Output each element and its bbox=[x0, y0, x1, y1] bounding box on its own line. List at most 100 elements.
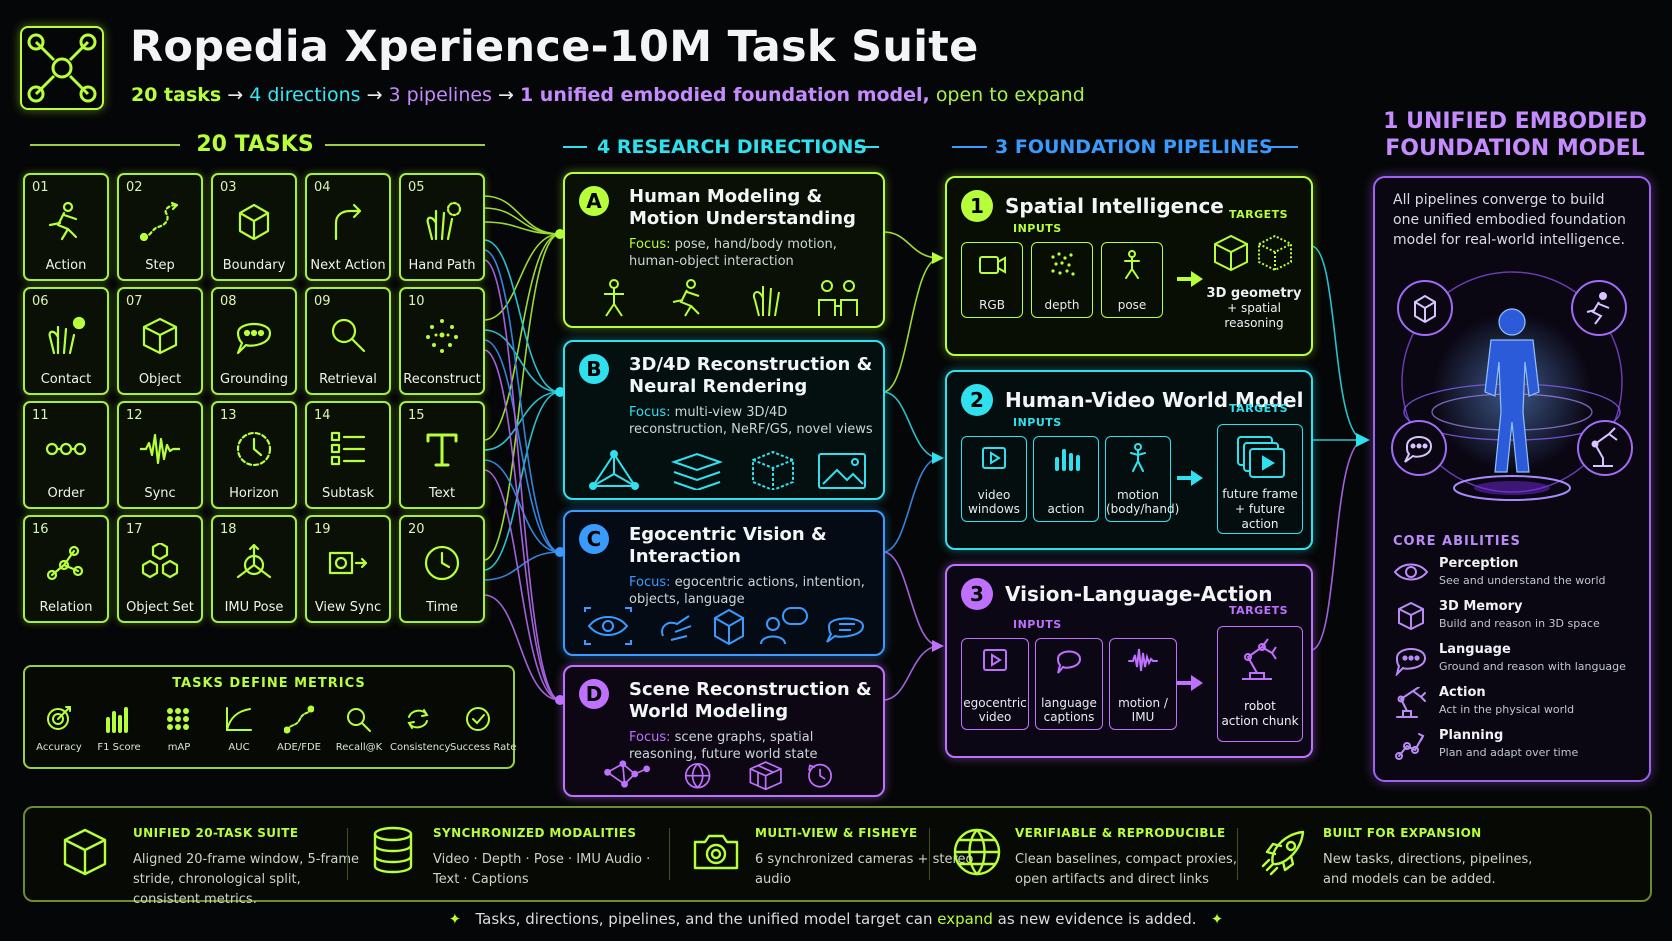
eye-icon bbox=[584, 607, 632, 645]
input-icon bbox=[1051, 252, 1075, 276]
input-icon bbox=[1124, 250, 1140, 279]
feature-title: VERIFIABLE & REPRODUCIBLE bbox=[1015, 826, 1226, 840]
core-abilities-title: CORE ABILITIES bbox=[1393, 534, 1521, 549]
input-icon bbox=[1056, 650, 1082, 674]
focus-label: Focus: bbox=[629, 237, 671, 252]
focus-text: scene graphs, spatial reasoning, future … bbox=[629, 730, 818, 762]
ability-name: 3D Memory bbox=[1439, 599, 1523, 614]
inputs-label: INPUTS bbox=[1013, 416, 1062, 429]
hand-contact-icon bbox=[48, 316, 86, 355]
speech-bubble-icon bbox=[236, 322, 272, 355]
ability-desc: Plan and adapt over time bbox=[1439, 746, 1579, 759]
skeleton-icon bbox=[604, 279, 624, 317]
task-number: 14 bbox=[314, 408, 331, 423]
feature-title: SYNCHRONIZED MODALITIES bbox=[433, 826, 637, 840]
camera-icon bbox=[693, 834, 739, 870]
unified-description: All pipelines converge to build one unif… bbox=[1393, 192, 1626, 248]
globe-icon bbox=[953, 828, 1001, 876]
metric-label: mAP bbox=[167, 742, 191, 753]
clock-dashed-icon bbox=[236, 431, 272, 467]
input-label: RGB bbox=[979, 298, 1005, 312]
ability-desc: Build and reason in 3D space bbox=[1439, 617, 1600, 630]
footer-text-before: Tasks, directions, pipelines, and the un… bbox=[475, 910, 933, 928]
arrow-right-icon bbox=[1177, 271, 1203, 287]
pipeline-number: 1 bbox=[961, 190, 993, 222]
focus-text: multi-view 3D/4D reconstruction, NeRF/GS… bbox=[629, 405, 873, 437]
pipeline-target: 3D geometry+ spatial reasoning bbox=[1201, 286, 1307, 331]
targets-label: TARGETS bbox=[1229, 402, 1289, 415]
tasks-rule-right bbox=[325, 144, 485, 146]
grasp-icon bbox=[661, 615, 692, 641]
cycle-icon bbox=[407, 709, 429, 729]
metric-label: Consistency bbox=[390, 742, 451, 753]
task-number: 11 bbox=[32, 408, 49, 423]
humanoid-figure bbox=[1484, 308, 1540, 473]
page-title: Ropedia Xperience-10M Task Suite bbox=[130, 22, 979, 72]
robot-arm-icon bbox=[1242, 638, 1277, 680]
target-secondary: + future action bbox=[1234, 502, 1286, 531]
metric-f1-score: F1 Score bbox=[90, 705, 148, 753]
directions-section-title: 4 RESEARCH DIRECTIONS bbox=[597, 136, 868, 158]
direction-b-card[interactable]: B 3D/4D Reconstruction & Neural Renderin… bbox=[563, 340, 885, 500]
task-number: 09 bbox=[314, 294, 331, 309]
target-icon bbox=[47, 706, 71, 730]
pipeline-number: 2 bbox=[961, 384, 993, 416]
feature-divider bbox=[347, 828, 348, 880]
ability-name: Planning bbox=[1439, 728, 1504, 743]
input-icon bbox=[979, 256, 1006, 274]
task-label: Step bbox=[145, 258, 175, 273]
task-label: Order bbox=[47, 486, 85, 501]
task-label: Hand Path bbox=[408, 258, 476, 273]
direction-b-focus: Focus: multi-view 3D/4D reconstruction, … bbox=[629, 404, 879, 438]
metric-success-rate: Success Rate bbox=[450, 705, 517, 753]
metric-map: mAP bbox=[150, 705, 208, 753]
input-label: motion (body/hand) bbox=[1106, 488, 1180, 516]
eye-icon bbox=[1393, 563, 1429, 581]
direction-c-card[interactable]: C Egocentric Vision & Interaction Focus:… bbox=[563, 510, 885, 656]
task-number: 08 bbox=[220, 294, 237, 309]
focus-label: Focus: bbox=[629, 405, 671, 420]
task-label: Action bbox=[45, 258, 87, 273]
box-icon bbox=[714, 608, 744, 646]
bar-chart-icon bbox=[106, 707, 128, 733]
pipeline-target: future frame+ future action bbox=[1218, 487, 1302, 532]
task-number: 18 bbox=[220, 522, 237, 537]
cube-outline-icon bbox=[63, 828, 107, 876]
direction-d-card[interactable]: D Scene Reconstruction & World Modeling … bbox=[563, 665, 885, 797]
direction-a-card[interactable]: A Human Modeling & Motion Understanding … bbox=[563, 172, 885, 328]
clock-icon bbox=[424, 545, 460, 581]
feature-divider bbox=[1237, 828, 1238, 880]
focus-text: pose, hand/body motion, human-object int… bbox=[629, 237, 837, 269]
input-video-windows: video windows bbox=[961, 436, 1027, 522]
cubes-icon bbox=[141, 543, 179, 579]
feature-desc: Aligned 20-frame window, 5-frame stride,… bbox=[133, 852, 360, 907]
auc-curve-icon bbox=[226, 707, 252, 731]
metric-label: Success Rate bbox=[450, 742, 517, 753]
